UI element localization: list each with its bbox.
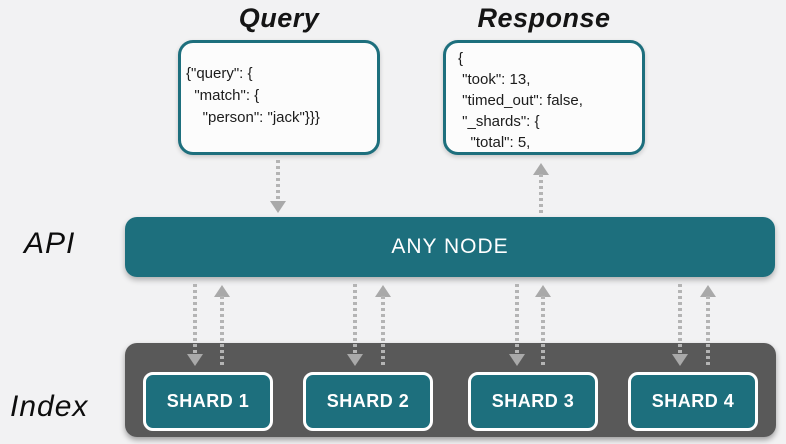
arrow-head: [700, 285, 716, 297]
api-label: API: [24, 227, 76, 260]
query-code-line: "match": {: [186, 87, 260, 104]
query-code-line: {"query": {: [186, 65, 253, 82]
arrow-head: [509, 354, 525, 366]
shard-1-label: SHARD 1: [166, 391, 250, 411]
shard-2-down-arrow-icon: [347, 284, 363, 366]
any-node-label: ANY NODE: [391, 235, 509, 258]
arrow-tail: [381, 296, 385, 368]
arrow-head: [375, 285, 391, 297]
shard-4-down-arrow-icon: [672, 284, 688, 366]
shard-4-up-arrow-icon: [700, 285, 716, 368]
shard-3-label: SHARD 3: [491, 391, 575, 411]
query-code-line: "person": "jack"}}}: [186, 109, 320, 126]
arrow-tail: [220, 296, 224, 368]
response-code-line: "took": 13,: [458, 71, 531, 88]
shard-2-box: SHARD 2: [303, 372, 433, 431]
index-label: Index: [10, 390, 89, 423]
response-title: Response: [477, 3, 611, 33]
arrow-head: [535, 285, 551, 297]
shard-3-up-arrow-icon: [535, 285, 551, 368]
arrow-tail: [541, 296, 545, 368]
arrow-head: [214, 285, 230, 297]
arrow-tail: [539, 174, 543, 214]
arrow-tail: [353, 284, 357, 355]
shard-3-box: SHARD 3: [468, 372, 598, 431]
query-down-arrow-icon: [270, 160, 286, 213]
arrow-tail: [193, 284, 197, 355]
arrow-head: [187, 354, 203, 366]
arrow-head: [347, 354, 363, 366]
shard-2-up-arrow-icon: [375, 285, 391, 368]
shard-1-up-arrow-icon: [214, 285, 230, 368]
response-code-box: { "took": 13, "timed_out": false, "_shar…: [443, 40, 645, 155]
response-up-arrow-icon: [533, 163, 549, 214]
response-code-line: "total": 5,: [458, 134, 531, 151]
arrow-tail: [515, 284, 519, 355]
shard-2-label: SHARD 2: [326, 391, 410, 411]
shard-3-down-arrow-icon: [509, 284, 525, 366]
arrow-head: [672, 354, 688, 366]
arrow-tail: [706, 296, 710, 368]
shard-4-label: SHARD 4: [651, 391, 735, 411]
query-title: Query: [238, 3, 320, 33]
response-code-line: "timed_out": false,: [458, 92, 583, 109]
arrow-head: [533, 163, 549, 175]
index-bar: SHARD 1 SHARD 2 SHARD 3 SHARD 4: [125, 343, 776, 437]
response-code-line: {: [458, 50, 464, 67]
arrow-head: [270, 201, 286, 213]
arrow-tail: [678, 284, 682, 355]
arrow-tail: [276, 160, 280, 202]
shard-1-box: SHARD 1: [143, 372, 273, 431]
shard-1-down-arrow-icon: [187, 284, 203, 366]
any-node-bar: ANY NODE: [125, 217, 775, 277]
shard-4-box: SHARD 4: [628, 372, 758, 431]
response-code-line: "_shards": {: [458, 113, 540, 130]
query-code-box: {"query": { "match": { "person": "jack"}…: [178, 40, 380, 155]
